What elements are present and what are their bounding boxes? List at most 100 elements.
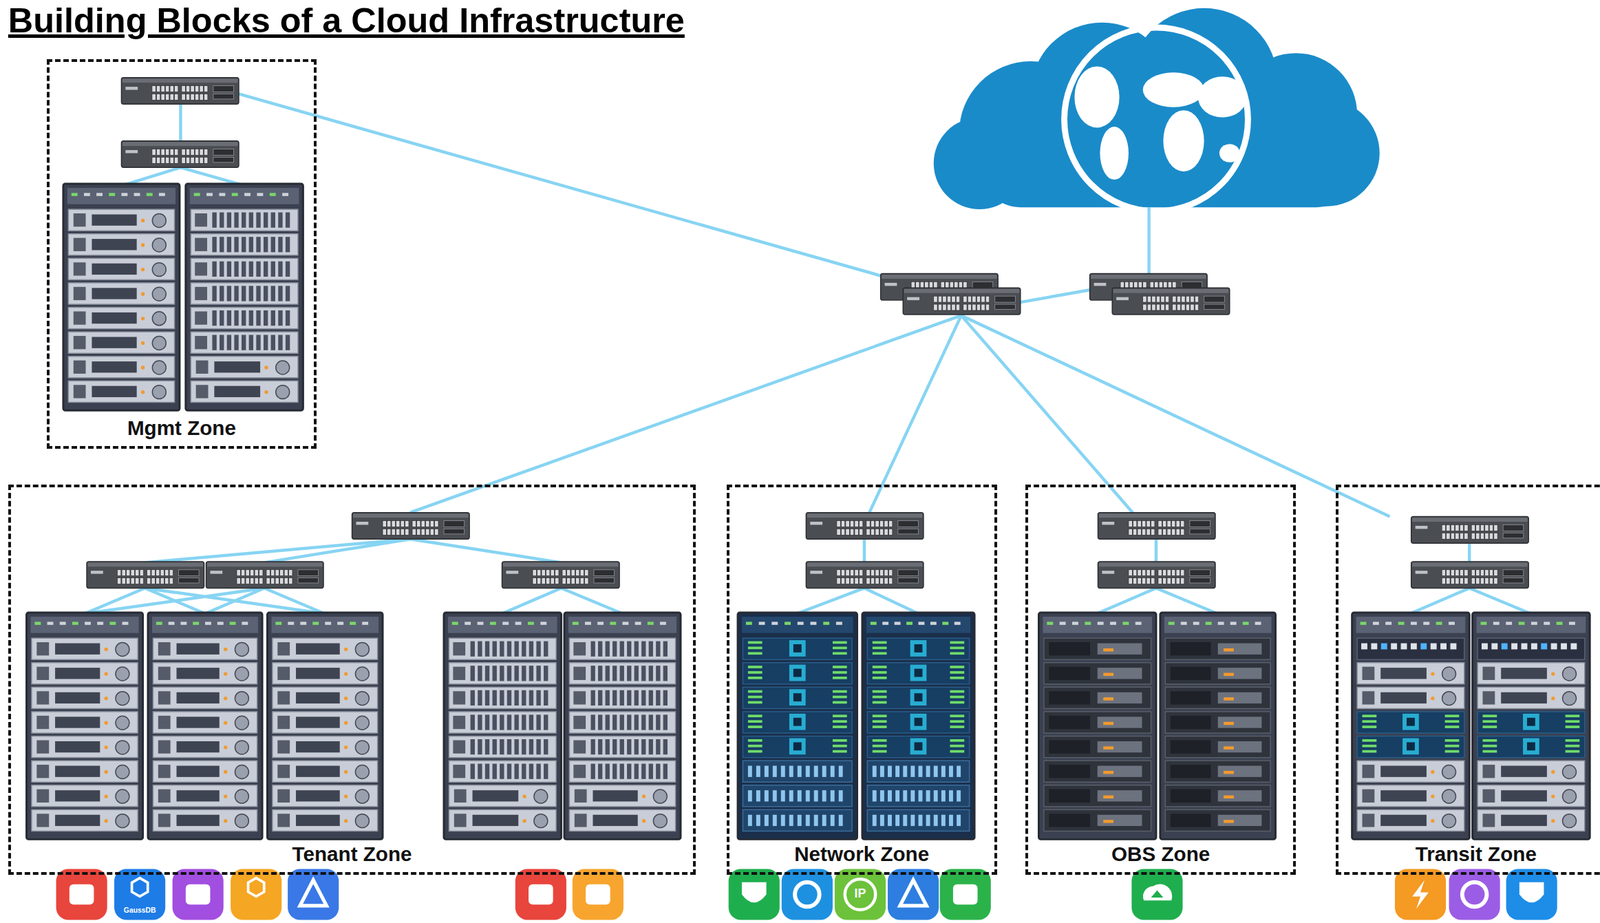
network-switch-part — [1494, 578, 1498, 585]
server-rack-part — [648, 690, 654, 706]
network-switch-part — [836, 528, 841, 535]
server-rack-part — [1357, 760, 1465, 782]
server-rack-part — [1482, 813, 1495, 827]
network-switch-part — [1142, 569, 1146, 576]
network-switch-part — [933, 281, 938, 288]
network-link — [961, 315, 1133, 512]
server-rack-part — [300, 621, 307, 625]
server-rack-part — [227, 335, 232, 351]
network-switch-part — [396, 528, 400, 535]
server-rack-part — [55, 814, 100, 826]
network-switch-part — [289, 569, 293, 576]
network-switch-part — [275, 569, 279, 576]
service-icon-part — [572, 868, 624, 920]
server-rack-part — [272, 662, 378, 685]
server-rack-part — [641, 641, 646, 657]
server-rack-part — [1097, 716, 1143, 728]
network-switch-part — [1143, 304, 1147, 311]
server-rack-part — [1230, 621, 1237, 625]
server-rack-part — [115, 740, 130, 755]
server-rack-part — [267, 612, 383, 839]
network-switch-part — [967, 295, 972, 303]
server-rack-part — [1551, 818, 1555, 823]
server-rack-part — [507, 739, 512, 755]
server-rack-part — [1165, 662, 1271, 685]
service-icon-part — [781, 868, 833, 920]
server-rack-part — [91, 312, 137, 324]
server-rack-part — [263, 285, 268, 301]
server-rack-part — [452, 690, 466, 704]
network-switch-part — [391, 528, 396, 535]
server-rack-part — [748, 665, 763, 669]
network-switch-part — [904, 289, 1020, 294]
server-rack-part — [867, 711, 969, 733]
server-rack-part — [822, 790, 827, 802]
service-icon-part — [230, 868, 282, 920]
server-rack-part — [1482, 714, 1497, 718]
server-rack-part — [742, 711, 852, 733]
server-rack-part — [543, 641, 548, 657]
server-rack-part — [1569, 621, 1576, 625]
server-rack-part — [73, 360, 87, 374]
server-rack-part — [914, 692, 923, 702]
service-icon — [728, 868, 780, 920]
server-rack-part — [949, 651, 965, 655]
server-rack-part — [1223, 673, 1234, 676]
server-rack-part — [223, 770, 228, 774]
server-rack-part — [1362, 666, 1375, 680]
server-rack-part — [55, 741, 100, 753]
network-switch-part — [1455, 578, 1459, 585]
server-rack-part — [949, 665, 965, 669]
server-rack-part — [272, 711, 378, 733]
server-rack-part — [249, 261, 254, 277]
server-rack-part — [241, 212, 246, 228]
network-switch-part — [297, 569, 319, 576]
server-rack — [1352, 612, 1470, 839]
server-rack-part — [91, 361, 137, 373]
server-rack-part — [832, 695, 848, 699]
server-rack-part — [141, 341, 145, 345]
server-rack-part — [880, 765, 885, 777]
network-switch-part — [840, 528, 845, 535]
server-rack-part — [1481, 643, 1488, 650]
server-rack-part — [355, 715, 369, 730]
network-switch-part — [562, 578, 566, 585]
server-rack-part — [872, 790, 877, 802]
server-rack-part — [910, 640, 927, 657]
server-rack-part — [158, 789, 171, 803]
server-rack-part — [470, 739, 475, 755]
server-rack-part — [748, 744, 763, 748]
network-switch-part — [165, 156, 170, 164]
server-rack-part — [569, 711, 676, 733]
server-rack-part — [872, 814, 877, 826]
server-rack-part — [104, 671, 109, 676]
server-rack-part — [134, 192, 141, 196]
server-rack-part — [121, 192, 128, 196]
server-rack-part — [1381, 643, 1388, 650]
network-switch-part — [576, 578, 580, 585]
server-rack-part — [355, 740, 369, 755]
server-rack-part — [499, 739, 504, 755]
server-rack-part — [1449, 643, 1457, 650]
server-rack-part — [146, 192, 153, 196]
server-rack-part — [1218, 716, 1263, 728]
network-switch-part — [924, 281, 929, 288]
server-rack-part — [36, 666, 49, 680]
server-rack-part — [91, 337, 137, 349]
server-rack-part — [234, 789, 249, 804]
server-rack-part — [634, 641, 639, 657]
network-switch-part — [1455, 569, 1459, 576]
server-rack-part — [942, 621, 949, 625]
internet-cloud-part — [1143, 72, 1205, 107]
network-switch-part — [1151, 528, 1155, 535]
server-rack-part — [227, 261, 232, 277]
network-switch-part — [1502, 569, 1524, 576]
server-rack-part — [1362, 690, 1375, 704]
server-rack-part — [1445, 714, 1460, 718]
server-rack-part — [814, 814, 819, 826]
server-rack-part — [529, 641, 534, 657]
network-switch-part — [898, 520, 919, 528]
network-switch-part — [1189, 520, 1211, 528]
server-rack-part — [1165, 711, 1271, 733]
